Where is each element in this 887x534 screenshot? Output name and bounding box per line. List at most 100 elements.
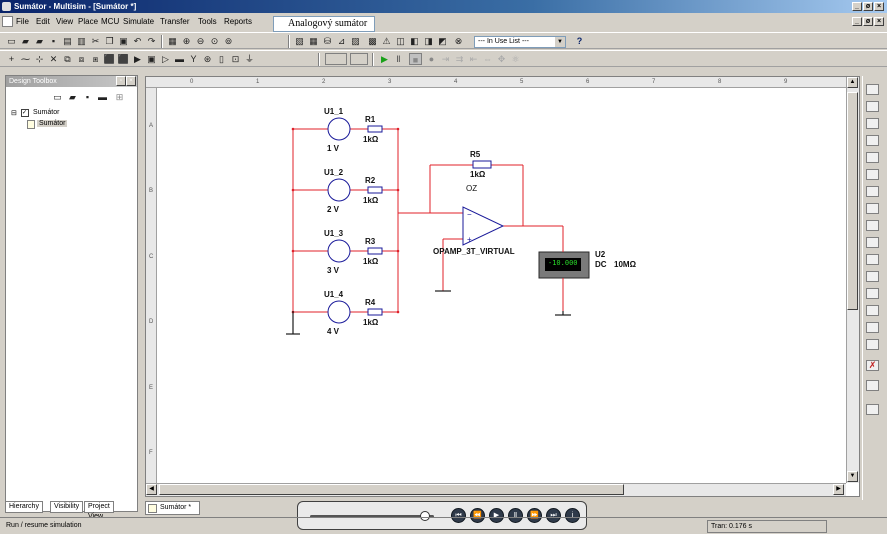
print-preview-icon[interactable]: ▥ xyxy=(77,36,86,46)
menu-view[interactable]: View xyxy=(56,17,74,26)
sim-forward-icon[interactable]: ⏩ xyxy=(527,508,542,523)
rename-icon[interactable]: ⊞ xyxy=(115,92,124,102)
sim-rewind-icon[interactable]: ⏮ xyxy=(451,508,466,523)
voltage-source-1[interactable] xyxy=(327,117,351,141)
step-icon[interactable]: ● xyxy=(428,54,435,64)
junction-icon[interactable]: ⊹ xyxy=(35,54,44,64)
fullscreen-icon[interactable]: ▦ xyxy=(168,36,177,46)
analog-icon[interactable]: ▷ xyxy=(162,54,169,64)
new-icon[interactable]: ▭ xyxy=(7,36,16,46)
sim-back-icon[interactable]: ⏪ xyxy=(470,508,485,523)
scroll-right-icon[interactable]: ▶ xyxy=(833,484,844,495)
spreadsheet-icon[interactable]: ▦ xyxy=(309,36,318,46)
step-out-icon[interactable]: ⇤ xyxy=(469,54,478,64)
tab-hierarchy[interactable]: Hierarchy xyxy=(5,501,43,513)
design-icon[interactable]: ◩ xyxy=(438,36,447,46)
run-to-cursor-icon[interactable]: ⇔ xyxy=(483,54,492,64)
toolbox-close-icon[interactable]: × xyxy=(126,76,136,86)
save-design-icon[interactable]: ▪ xyxy=(85,92,90,102)
wattmeter-icon[interactable] xyxy=(866,118,879,129)
connector-icon[interactable]: ✕ xyxy=(49,54,58,64)
menu-mcu[interactable]: MCU xyxy=(101,17,120,26)
resistor-3[interactable] xyxy=(367,247,383,255)
agilent-icon[interactable] xyxy=(866,322,879,333)
doc-close-button[interactable]: × xyxy=(874,17,884,26)
database-icon[interactable]: ⛁ xyxy=(323,36,332,46)
save-icon[interactable]: ▪ xyxy=(51,36,56,46)
checkbox-icon[interactable]: ✓ xyxy=(21,109,29,117)
in-use-list-dropdown[interactable]: --- In Use List --- ▼ xyxy=(474,36,566,48)
tab-visibility[interactable]: Visibility xyxy=(50,501,84,513)
ttl-icon[interactable]: ▬ xyxy=(175,54,184,64)
four-channel-scope-icon[interactable] xyxy=(866,152,879,163)
spectrum-analyzer-icon[interactable] xyxy=(866,288,879,299)
function-generator-icon[interactable] xyxy=(866,101,879,112)
logic-converter-icon[interactable] xyxy=(866,237,879,248)
run-icon[interactable]: ▶ xyxy=(381,54,388,64)
basic-icon[interactable]: ⬛ xyxy=(117,54,130,64)
r5-resistor[interactable] xyxy=(472,160,492,169)
distortion-analyzer-icon[interactable] xyxy=(866,271,879,282)
voltage-source-3[interactable] xyxy=(327,239,351,263)
minimize-button[interactable]: _ xyxy=(852,2,862,11)
scroll-down-icon[interactable]: ▼ xyxy=(847,471,858,482)
power-icon[interactable]: ⏚ xyxy=(244,54,254,64)
resistor-2[interactable] xyxy=(367,186,383,194)
voltage-source-4[interactable] xyxy=(327,300,351,324)
voltage-source-2[interactable] xyxy=(327,178,351,202)
word-generator-icon[interactable] xyxy=(866,203,879,214)
document-icon[interactable] xyxy=(2,16,13,27)
backannotate-icon[interactable]: ◧ xyxy=(410,36,419,46)
simulation-switch-icon[interactable] xyxy=(325,53,347,65)
network-analyzer-icon[interactable] xyxy=(866,305,879,316)
probe-tool-icon[interactable]: ✗ xyxy=(866,360,879,371)
component-wizard-icon[interactable]: ⊿ xyxy=(337,36,346,46)
toolbox-pin-icon[interactable]: ▫ xyxy=(116,76,126,86)
tree-root[interactable]: Sumátor xyxy=(33,109,60,116)
breakpoint-icon[interactable]: ✥ xyxy=(497,54,506,64)
probe-icon[interactable]: ⊗ xyxy=(454,36,463,46)
bode-plotter-icon[interactable] xyxy=(866,169,879,180)
menu-place[interactable]: Place xyxy=(78,17,99,26)
toolbox-toggle-icon[interactable]: ▧ xyxy=(295,36,304,46)
bus-icon[interactable]: ⁓ xyxy=(21,54,30,64)
scroll-thumb[interactable] xyxy=(847,92,858,310)
current-probe-icon[interactable] xyxy=(866,404,879,415)
iv-analyzer-icon[interactable] xyxy=(866,254,879,265)
source-icon[interactable]: ⬛ xyxy=(103,54,116,64)
resistor-4[interactable] xyxy=(367,308,383,316)
zoom-fit-icon[interactable]: ⊚ xyxy=(224,36,233,46)
indicator-icon[interactable]: ⊡ xyxy=(231,54,240,64)
sim-slider-handle[interactable] xyxy=(420,511,430,521)
wire-icon[interactable]: + xyxy=(8,54,15,64)
opamp-symbol[interactable] xyxy=(462,206,505,246)
zoom-area-icon[interactable]: ⊙ xyxy=(210,36,219,46)
interactive-icon[interactable] xyxy=(350,53,368,65)
sim-play-icon[interactable]: ▶ xyxy=(489,508,504,523)
multimeter-icon[interactable] xyxy=(866,84,879,95)
oscilloscope-icon[interactable] xyxy=(866,135,879,146)
remove-breakpoints-icon[interactable]: ⚛ xyxy=(511,54,520,64)
vertical-scrollbar[interactable]: ▲ ▼ xyxy=(846,77,859,483)
logic-analyzer-icon[interactable] xyxy=(866,220,879,231)
sim-end-icon[interactable]: ⏭ xyxy=(546,508,561,523)
stop-icon[interactable]: ■ xyxy=(409,53,422,65)
pause-icon[interactable]: Ⅱ xyxy=(396,54,401,64)
tree-expander-icon[interactable]: ⊟ xyxy=(11,110,17,117)
hscroll-thumb[interactable] xyxy=(159,484,624,495)
menu-tools[interactable]: Tools xyxy=(198,17,217,26)
mixed-icon[interactable]: ▯ xyxy=(219,54,224,64)
open-design-icon[interactable]: ▰ xyxy=(69,92,76,102)
schematic-canvas[interactable]: 0 1 2 3 4 5 6 7 8 9 A B C D E F xyxy=(145,76,860,497)
sim-info-icon[interactable]: i xyxy=(565,508,580,523)
menu-file[interactable]: File xyxy=(16,17,29,26)
labview-icon[interactable] xyxy=(866,380,879,391)
grapher-icon[interactable]: ▨ xyxy=(351,36,360,46)
resistor-1[interactable] xyxy=(367,125,383,133)
document-tab[interactable]: Sumátor * xyxy=(145,501,200,515)
zoom-out-icon[interactable]: ⊖ xyxy=(196,36,205,46)
undo-icon[interactable]: ↶ xyxy=(133,36,142,46)
misc-digital-icon[interactable]: ⊛ xyxy=(203,54,212,64)
erc-icon[interactable]: ⚠ xyxy=(382,36,391,46)
redo-icon[interactable]: ↷ xyxy=(147,36,156,46)
